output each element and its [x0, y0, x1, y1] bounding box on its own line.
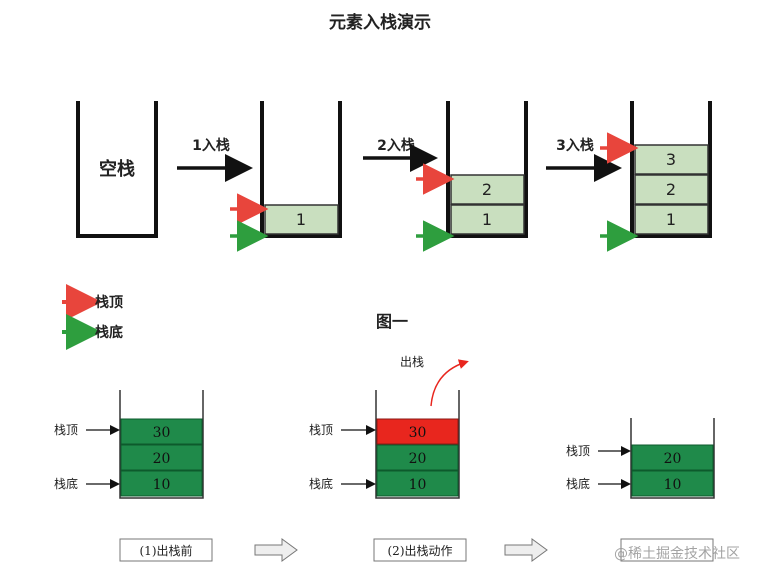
empty-stack-label: 空栈: [99, 158, 135, 180]
stack-3-element-3: [634, 144, 709, 175]
pop-action-cell-10: [376, 470, 459, 497]
stack-3-element-3-label: 3: [666, 150, 676, 169]
step-1-label: 1入栈: [192, 137, 230, 154]
caption-box-2: [373, 538, 467, 562]
pop-label: 出栈: [400, 354, 424, 369]
stack-2-element-2-label: 2: [482, 180, 492, 199]
pop-before-cell-30: [120, 418, 203, 445]
pop-action-cell-10-label: 10: [409, 477, 427, 493]
pop-before-cell-30-label: 30: [153, 425, 171, 441]
pop-before-cell-10-label: 10: [153, 477, 171, 493]
transition-arrow-2: [504, 538, 548, 562]
pop-action-top-label: 栈顶: [309, 422, 333, 437]
pop-before-cell-20-label: 20: [153, 451, 171, 467]
legend-top-label: 栈顶: [95, 294, 123, 311]
transition-arrow-1: [254, 538, 298, 562]
pop-action-cell-20-label: 20: [409, 451, 427, 467]
pop-after-cell-20-label: 20: [664, 451, 682, 467]
pop-before-container: [119, 390, 204, 499]
stack-2-element-1-label: 1: [482, 210, 492, 229]
stack-3-element-1-label: 1: [666, 210, 676, 229]
step-3-label: 3入栈: [556, 137, 594, 154]
step-2-label: 2入栈: [377, 137, 415, 154]
pop-before-cell-10: [120, 470, 203, 497]
stack-3-container: [630, 101, 712, 238]
stack-2-element-2: [450, 174, 525, 205]
pop-after-cell-10-label: 10: [664, 477, 682, 493]
pop-before-top-label: 栈顶: [54, 422, 78, 437]
caption-box-3: [620, 538, 714, 562]
pop-curved-arrow: [430, 359, 469, 407]
stack-3-element-1: [634, 204, 709, 235]
legend-bottom-label: 栈底: [95, 324, 123, 341]
caption-1: (1)出栈前: [140, 543, 193, 558]
pop-action-cell-30: [376, 418, 459, 445]
pop-action-container: [375, 390, 460, 499]
stack-3-element-2-label: 2: [666, 180, 676, 199]
diagram-title: 元素入栈演示: [329, 12, 431, 33]
pop-action-cell-20: [376, 444, 459, 471]
empty-stack-container: [76, 101, 158, 238]
watermark: @稀土掘金技术社区: [614, 546, 740, 562]
stack-3-element-2: [634, 174, 709, 205]
pop-after-top-label: 栈顶: [566, 443, 590, 458]
stack-2-element-1: [450, 204, 525, 235]
caption-2: (2)出栈动作: [388, 543, 453, 558]
stack-1-container: [260, 101, 342, 238]
pop-after-bottom-label: 栈底: [566, 476, 590, 491]
pop-action-cell-30-label: 30: [409, 425, 427, 441]
pop-after-container: [630, 418, 715, 499]
pop-after-cell-10: [631, 470, 714, 497]
pop-before-cell-20: [120, 444, 203, 471]
pop-after-cell-20: [631, 444, 714, 471]
figure-label: 图一: [376, 312, 408, 331]
pop-action-bottom-label: 栈底: [309, 476, 333, 491]
stack-1-element-1: [264, 204, 339, 235]
caption-box-1: [119, 538, 213, 562]
pop-before-bottom-label: 栈底: [54, 476, 78, 491]
stack-1-element-1-label: 1: [296, 210, 306, 229]
